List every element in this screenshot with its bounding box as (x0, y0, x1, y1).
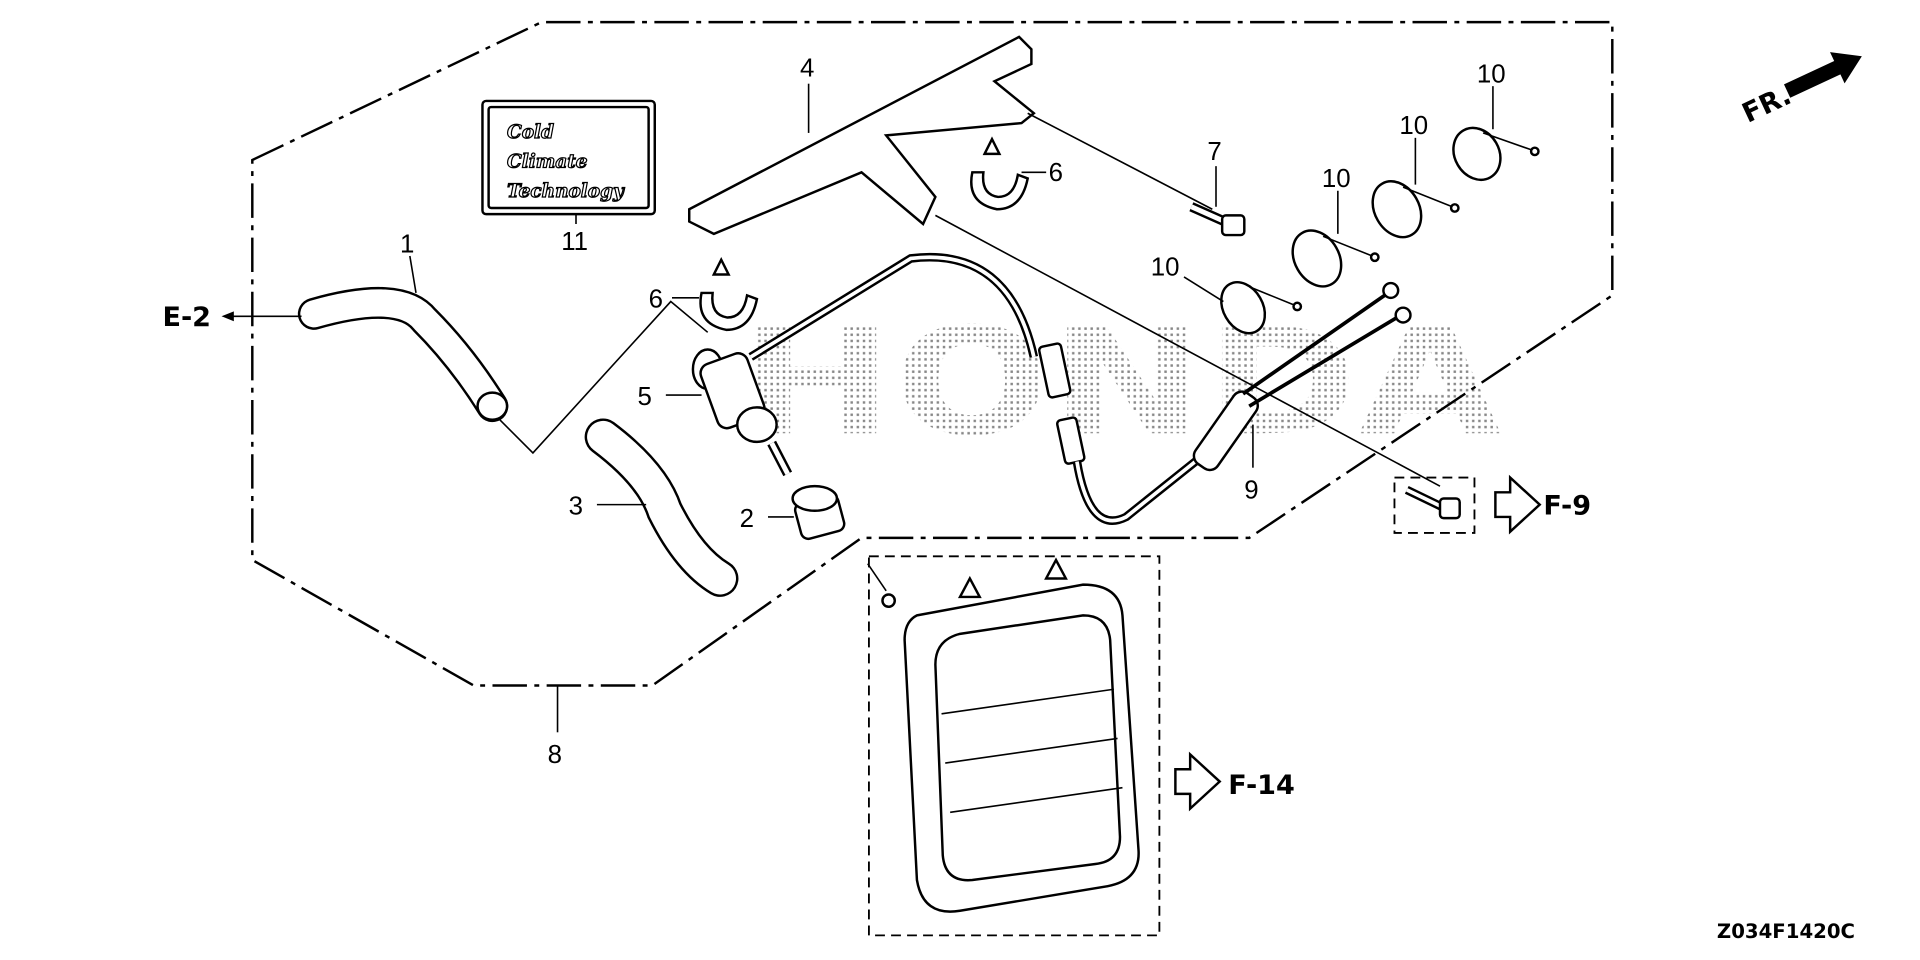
decal-cold-climate-technology[interactable]: Cold Climate Technology (481, 99, 656, 216)
callout-5[interactable]: 5 (638, 383, 652, 411)
leader-1 (409, 255, 417, 294)
hose-3-fill (587, 420, 736, 595)
drawing-code: Z034F1420C (1717, 920, 1855, 943)
ref-arrow-icon-f14 (1174, 751, 1222, 812)
honda-watermark: HONDA (738, 296, 1501, 468)
callout-3[interactable]: 3 (569, 492, 583, 520)
hose-1-end (476, 391, 509, 421)
arrow-left-icon (221, 311, 234, 322)
kit-outline (251, 20, 1614, 687)
tank-box (868, 555, 1161, 937)
heater-5[interactable] (691, 348, 793, 477)
callout-2[interactable]: 2 (740, 505, 754, 533)
callout-1[interactable]: 1 (400, 230, 414, 258)
callout-8[interactable]: 8 (548, 741, 562, 769)
plate-text-3: Technology (507, 181, 625, 202)
leader-bracket-bolt (1027, 112, 1213, 210)
callout-6b[interactable]: 6 (649, 286, 663, 314)
front-direction-indicator: FR. (1738, 52, 1862, 129)
bolt-7[interactable] (1189, 202, 1246, 237)
callout-10d[interactable]: 10 (1151, 254, 1180, 282)
wire-harness-9[interactable] (748, 253, 1412, 525)
clamp-10-b[interactable] (1363, 173, 1460, 246)
bolt-f9[interactable] (1404, 485, 1461, 520)
callout-10b[interactable]: 10 (1399, 112, 1428, 140)
clamp-10-a[interactable] (1444, 119, 1540, 188)
ref-arrow-icon-f9 (1494, 474, 1542, 535)
bracket[interactable] (688, 35, 1036, 236)
plate-text-1: Cold (507, 122, 554, 143)
bolt-box (1393, 476, 1476, 534)
callout-10a[interactable]: 10 (1477, 60, 1506, 88)
ref-e2[interactable]: E-2 (162, 302, 211, 333)
fuel-tank[interactable] (881, 557, 1140, 913)
clamp-10-d[interactable] (1212, 274, 1303, 341)
grommet-2[interactable] (791, 484, 846, 541)
callout-9[interactable]: 9 (1244, 476, 1258, 504)
arrow-right-icon (1783, 52, 1862, 98)
leader-tank (867, 563, 887, 592)
callout-4[interactable]: 4 (800, 54, 814, 82)
ref-f9[interactable]: F-9 (1543, 490, 1591, 521)
hose-1-fill (300, 289, 506, 420)
leader-bracket-bolt2 (935, 214, 1441, 487)
clip-lower[interactable] (699, 256, 759, 332)
leader-10d (1183, 276, 1224, 303)
ref-f14[interactable]: F-14 (1228, 770, 1295, 801)
clip-upper[interactable] (970, 136, 1030, 211)
callout-6a[interactable]: 6 (1049, 159, 1063, 187)
plate-text-2: Climate (507, 151, 587, 172)
callout-7[interactable]: 7 (1207, 138, 1221, 166)
hose-link-line (497, 300, 709, 455)
callout-10c[interactable]: 10 (1322, 165, 1351, 193)
clamp-10-c[interactable] (1283, 222, 1380, 295)
callout-11[interactable]: 11 (561, 228, 588, 256)
